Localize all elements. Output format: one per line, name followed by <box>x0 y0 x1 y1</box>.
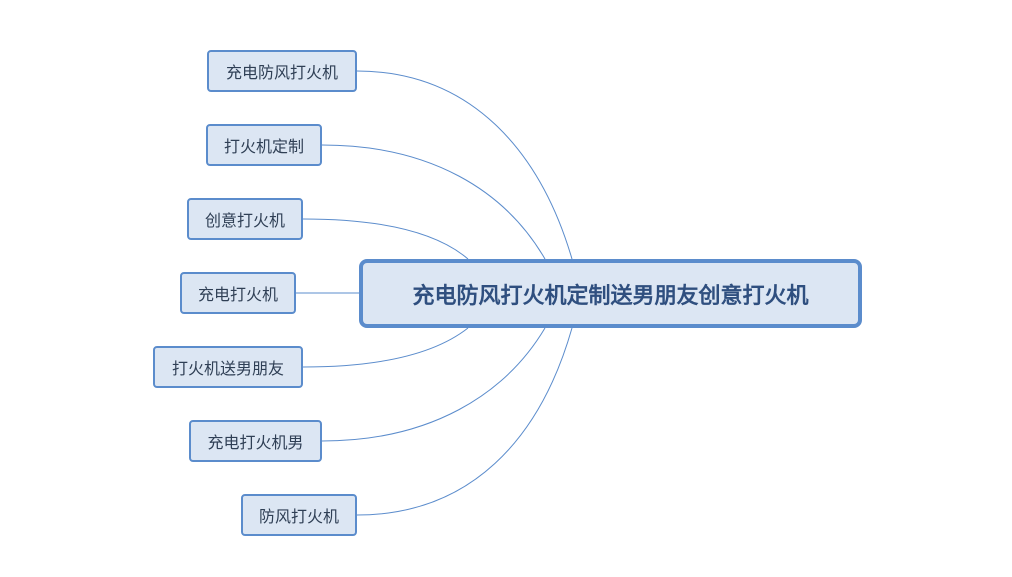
central-topic-node[interactable]: 充电防风打火机定制送男朋友创意打火机 <box>359 259 862 328</box>
branch-label: 充电打火机男 <box>207 433 304 452</box>
branch-label: 防风打火机 <box>258 507 339 526</box>
branch-node-windproof-lighter[interactable]: 防风打火机 <box>241 494 357 536</box>
branch-node-charging-lighter-men[interactable]: 充电打火机男 <box>189 420 322 462</box>
connector-5 <box>321 327 546 442</box>
branch-node-charging-windproof-lighter[interactable]: 充电防风打火机 <box>207 50 357 92</box>
central-topic-label: 充电防风打火机定制送男朋友创意打火机 <box>412 283 809 309</box>
connector-2 <box>302 218 469 260</box>
branch-node-lighter-for-boyfriend[interactable]: 打火机送男朋友 <box>153 346 303 388</box>
branch-label: 充电防风打火机 <box>225 63 338 82</box>
connector-1 <box>321 144 546 260</box>
branch-node-lighter-custom[interactable]: 打火机定制 <box>206 124 322 166</box>
branch-label: 创意打火机 <box>204 211 285 230</box>
branch-label: 充电打火机 <box>197 285 278 304</box>
branch-node-creative-lighter[interactable]: 创意打火机 <box>187 198 303 240</box>
branch-label: 打火机定制 <box>223 137 304 156</box>
connector-0 <box>356 70 573 260</box>
connector-6 <box>356 327 573 516</box>
branch-node-charging-lighter[interactable]: 充电打火机 <box>180 272 296 314</box>
connector-4 <box>302 327 469 368</box>
branch-label: 打火机送男朋友 <box>171 359 284 378</box>
